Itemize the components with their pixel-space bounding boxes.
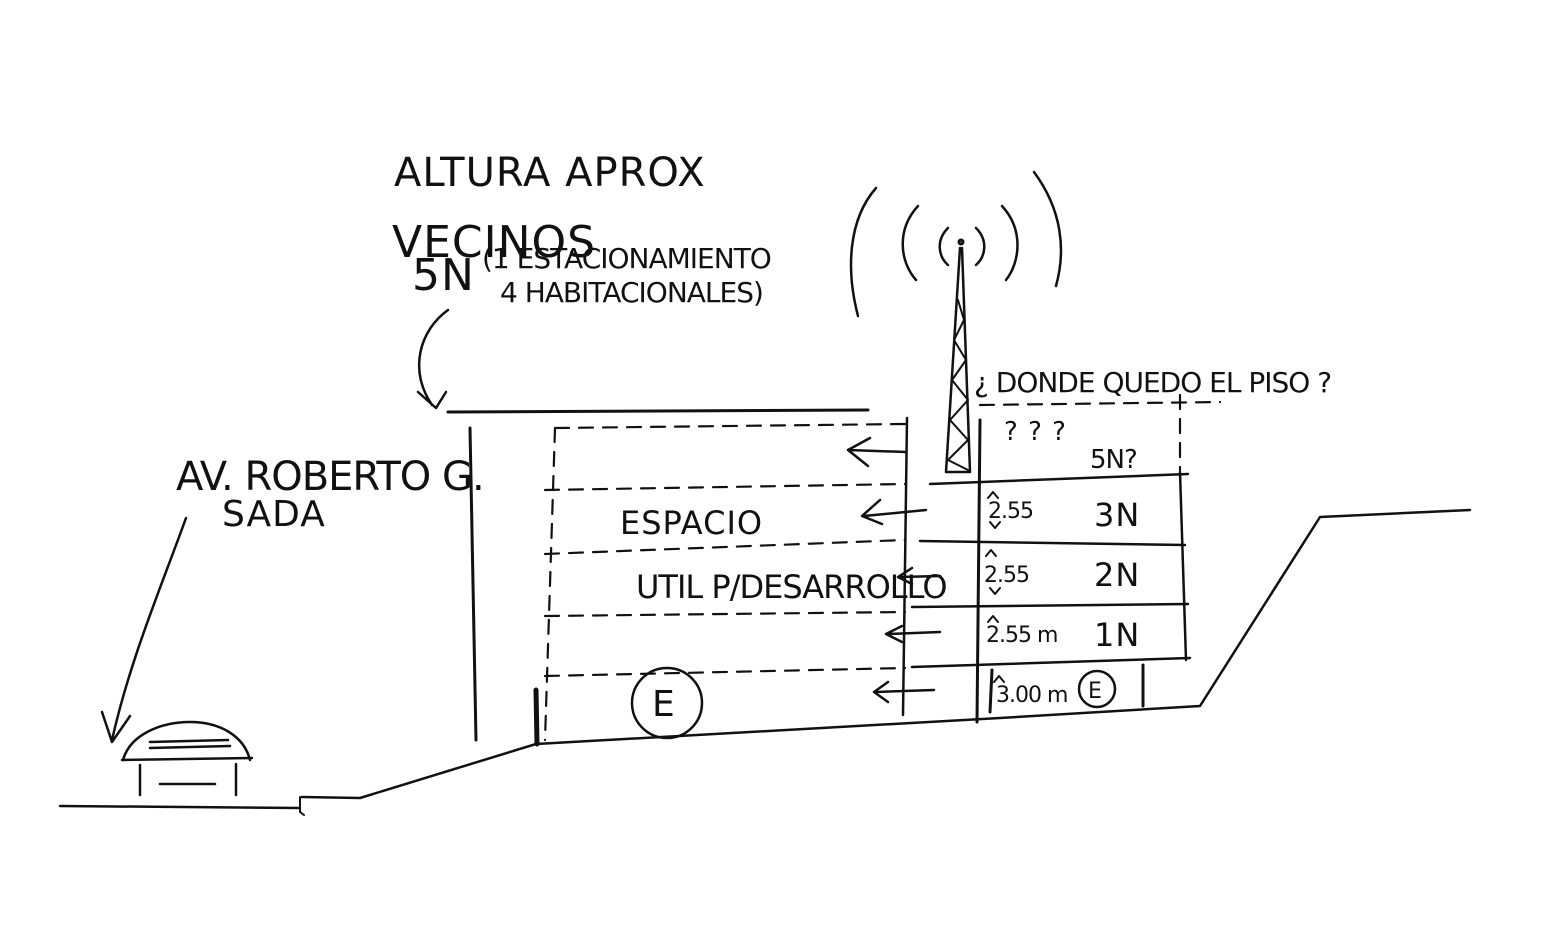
neighbors-label: VECINOS [392, 217, 596, 268]
space-label: ESPACIO [620, 504, 763, 542]
height-note: ALTURA APROX [394, 150, 706, 196]
street-curb [299, 796, 305, 816]
level-e-label: E [1088, 679, 1103, 704]
neighbors-count: 5N [412, 250, 475, 301]
parking-symbol-site: E [652, 684, 676, 725]
space-label-2: UTIL P/DESARROLLO [636, 568, 947, 606]
parking-circle-building [1077, 669, 1117, 709]
neighbor-arrow [416, 308, 450, 410]
level-2n-height: 2.55 [984, 563, 1029, 588]
existing-building [901, 416, 1192, 724]
floor-question: ¿ DONDE QUEDO EL PISO ? [974, 366, 1331, 399]
level-3n-height: 2.55 [988, 499, 1033, 524]
level-1n-height: 2.55 m [986, 623, 1057, 648]
avenue-label-2: SADA [222, 494, 326, 535]
antenna-tower-icon [849, 170, 1063, 474]
level-1n-label: 1N [1094, 616, 1140, 654]
level-top-label: 5N? [1090, 445, 1137, 475]
level-3n-label: 3N [1094, 496, 1140, 534]
property-marker [533, 687, 540, 747]
ground-line [58, 508, 1472, 810]
level-top-height: ? ? ? [1004, 417, 1067, 447]
parking-circle-site [630, 666, 704, 740]
level-2n-label: 2N [1094, 556, 1140, 594]
avenue-label: AV. ROBERTO G. [176, 454, 484, 500]
neighbors-detail-1: (1 ESTACIONAMIENTO [482, 242, 771, 275]
neighbor-building [446, 408, 870, 742]
avenue-arrow [100, 516, 188, 744]
level-e-height: 3.00 m [996, 683, 1067, 708]
height-ticks [985, 491, 1005, 683]
floor-arrows [846, 436, 942, 704]
neighbors-detail-2: 4 HABITACIONALES) [500, 276, 763, 309]
car-icon [120, 720, 254, 797]
development-envelope [543, 393, 1222, 742]
